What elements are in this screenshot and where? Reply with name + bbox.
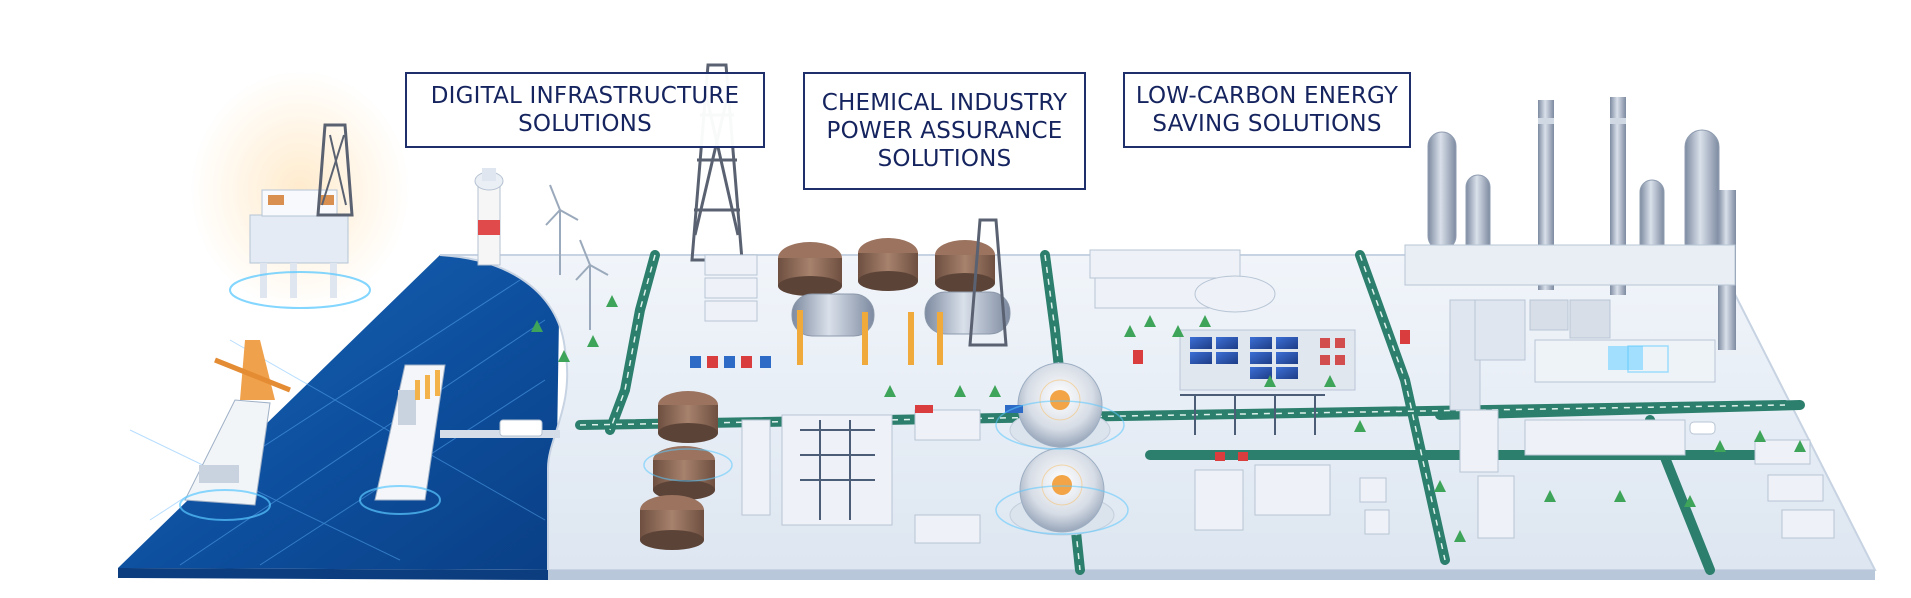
digital-infrastructure-line-2: SOLUTIONS bbox=[518, 111, 652, 137]
digital-infrastructure-label: DIGITAL INFRASTRUCTURE SOLUTIONS bbox=[405, 72, 765, 148]
chemical-industry-line-1: CHEMICAL INDUSTRY bbox=[821, 90, 1068, 116]
lighthouse-icon bbox=[474, 168, 504, 266]
tree-icon bbox=[531, 295, 1806, 542]
wind-turbine-icon bbox=[545, 184, 579, 275]
low-carbon-energy-line-2: SAVING SOLUTIONS bbox=[1152, 111, 1382, 137]
storage-tank-icon bbox=[778, 238, 995, 296]
offshore-platform-icon bbox=[229, 123, 371, 309]
dome-reactor-icon bbox=[1009, 362, 1115, 536]
chemical-industry-label: CHEMICAL INDUSTRY POWER ASSURANCE SOLUTI… bbox=[803, 72, 1086, 190]
low-carbon-energy-label: LOW-CARBON ENERGY SAVING SOLUTIONS bbox=[1123, 72, 1411, 148]
truck-icon bbox=[499, 419, 543, 437]
low-carbon-energy-line-1: LOW-CARBON ENERGY bbox=[1135, 83, 1399, 109]
chemical-industry-line-3: SOLUTIONS bbox=[877, 146, 1012, 172]
digital-infrastructure-line-1: DIGITAL INFRASTRUCTURE bbox=[430, 83, 740, 109]
chemical-industry-line-2: POWER ASSURANCE bbox=[826, 118, 1063, 144]
ship-icon bbox=[179, 340, 291, 521]
